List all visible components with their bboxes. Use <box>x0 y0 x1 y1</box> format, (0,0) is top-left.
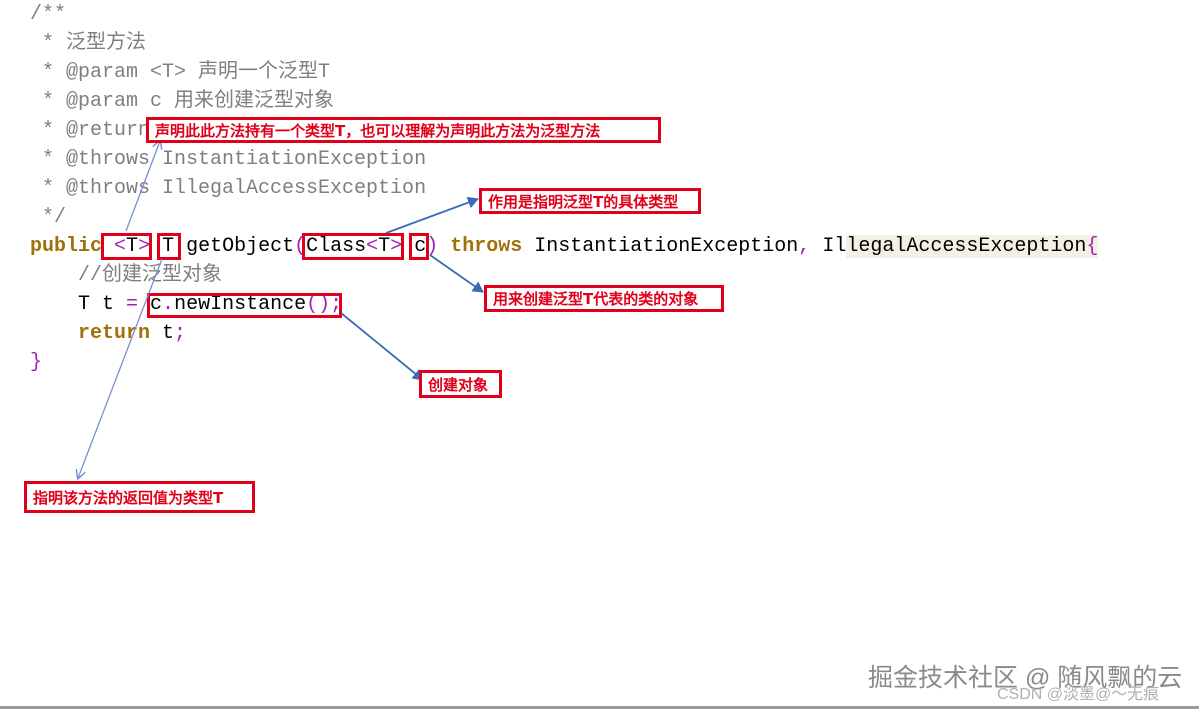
comment-token: * 泛型方法 <box>30 32 147 55</box>
punct-token: < <box>114 235 127 258</box>
text-token: Class <box>306 235 367 258</box>
annotation-text: 用来创建泛型T代表的类的对象 <box>493 290 699 308</box>
annotation-text: 创建对象 <box>428 375 489 394</box>
code-line-5: * @return <box>30 116 150 145</box>
punct-token: { <box>1086 235 1099 258</box>
highlight-class-param-box <box>302 233 404 260</box>
code-line-7: * @throws IllegalAccessException <box>30 174 426 203</box>
bracket-match-highlight: legalAccessException{ <box>846 235 1099 258</box>
csdn-watermark: CSDN @淡墨@～无痕 <box>997 686 1160 703</box>
code-line-1: /** <box>30 0 66 29</box>
punct-token: = <box>126 293 139 316</box>
code-line-close-brace: } <box>30 348 42 377</box>
code-line-new-instance: T t = c.newInstance(); <box>30 290 342 319</box>
punct-token: () <box>306 293 331 316</box>
code-line-2: * 泛型方法 <box>30 29 146 58</box>
annotation-text: 指明该方法的返回值为类型T <box>33 488 224 507</box>
arrow-to-c-param <box>429 254 484 293</box>
code-line-6: * @throws InstantiationException <box>30 145 426 174</box>
annotation-return-type: 指明该方法的返回值为类型T <box>24 481 255 513</box>
text-token: InstantiationException <box>522 235 799 258</box>
annotation-c-param: 用来创建泛型T代表的类的对象 <box>484 285 724 312</box>
keyword-token: return <box>78 322 151 345</box>
punct-token: } <box>30 351 43 374</box>
arrow-to-class-param-type <box>385 196 479 234</box>
arrow-to-generic-declaration <box>125 141 160 232</box>
juejin-watermark: 掘金技术社区 @ 随风飘的云 <box>868 664 1183 692</box>
punct-token: > <box>138 235 151 258</box>
keyword-token: throws <box>450 235 523 258</box>
bottom-divider <box>0 706 1199 709</box>
highlight-c-param-box <box>409 233 429 260</box>
annotation-text: 作用是指明泛型T的具体类型 <box>488 192 679 211</box>
comment-token: //创建泛型对象 <box>78 264 223 287</box>
code-line-3: * @param <T> 声明一个泛型T <box>30 58 330 87</box>
highlight-new-instance-box <box>147 293 342 318</box>
arrow-to-return-type <box>78 258 163 478</box>
highlight-return-type-box <box>157 233 181 260</box>
code-line-4: * @param c 用来创建泛型对象 <box>30 87 334 116</box>
comment-token: * @return <box>30 119 151 142</box>
annotation-generic-declaration: 声明此此方法持有一个类型T，也可以理解为声明此方法为泛型方法 <box>146 117 661 143</box>
highlight-type-parameter-box <box>101 233 152 260</box>
text-token: c <box>138 293 163 316</box>
text-token: t <box>150 322 175 345</box>
text-token: T <box>126 235 139 258</box>
annotation-class-param-type: 作用是指明泛型T的具体类型 <box>479 188 701 214</box>
punct-token: > <box>390 235 403 258</box>
text-token: T <box>378 235 391 258</box>
text-token: c <box>402 235 427 258</box>
text-token: legalAccessException <box>846 235 1087 258</box>
code-line-8: */ <box>30 203 66 232</box>
comment-token: * @throws IllegalAccessException <box>30 177 427 200</box>
punct-token: , <box>798 235 811 258</box>
comment-token: /** <box>30 3 67 26</box>
annotation-create-object: 创建对象 <box>419 370 502 398</box>
comment-token: * @throws InstantiationException <box>30 148 427 171</box>
text-token: Il <box>810 235 847 258</box>
code-line-return: return t; <box>30 319 186 348</box>
comment-token: * @param c 用来创建泛型对象 <box>30 90 335 113</box>
annotation-text: 声明此此方法持有一个类型T，也可以理解为声明此方法为泛型方法 <box>155 121 601 140</box>
punct-token: ) <box>426 235 439 258</box>
comment-token: * @param <T> 声明一个泛型T <box>30 61 331 84</box>
punct-token: ; <box>174 322 187 345</box>
keyword-token: public <box>30 235 103 258</box>
text-token: T t <box>30 293 127 316</box>
arrow-to-create-object <box>340 312 424 381</box>
text-token: newInstance <box>174 293 307 316</box>
code-line-comment: //创建泛型对象 <box>30 261 222 290</box>
punct-token: < <box>366 235 379 258</box>
text-token: T getObject <box>150 235 295 258</box>
comment-token: */ <box>30 206 67 229</box>
code-line-method-signature: public <T> T getObject(Class<T> c) throw… <box>30 232 1099 261</box>
punct-token: . <box>162 293 175 316</box>
